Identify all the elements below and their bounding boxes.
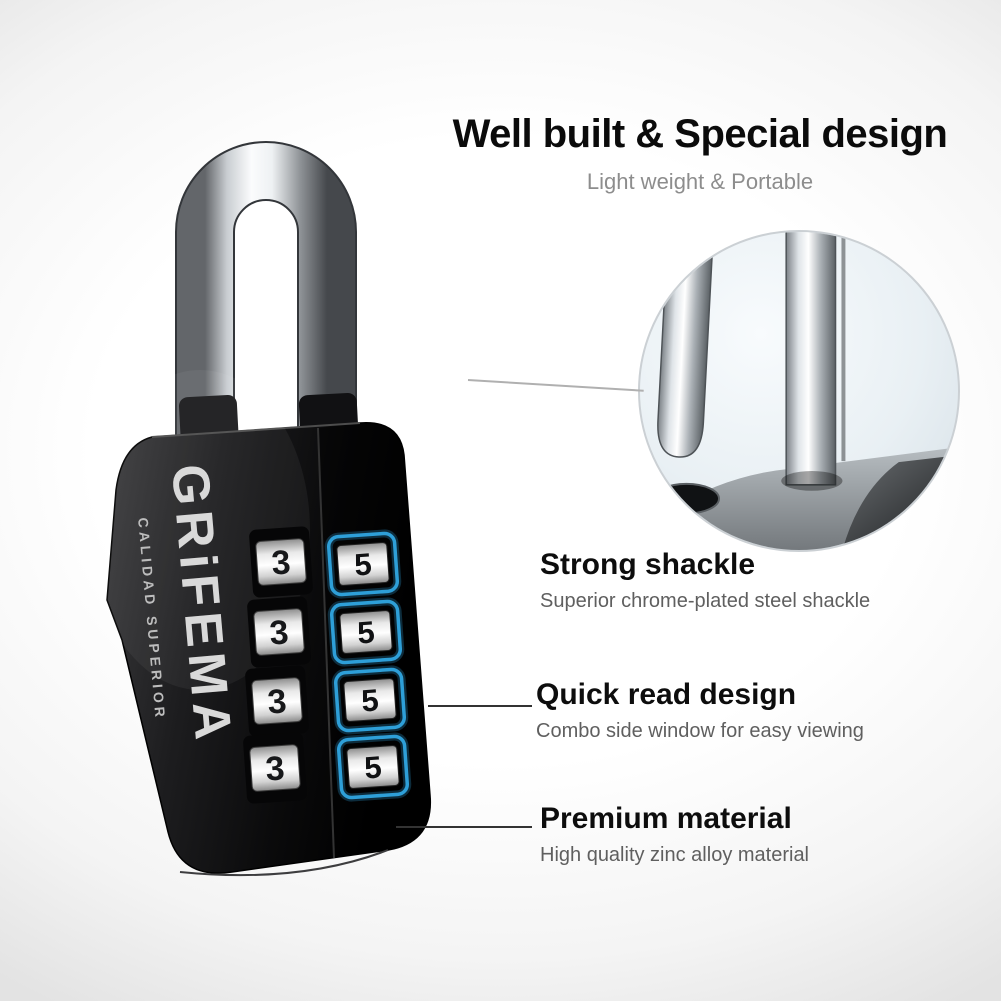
- side-window-column: 5 5 5 5: [324, 529, 412, 802]
- headline-block: Well built & Special design Light weight…: [410, 112, 990, 195]
- feature-strong-shackle: Strong shackle Superior chrome-plated st…: [540, 548, 870, 613]
- padlock-illustration: GRiFEMA CALIDAD SUPERIOR 3 3 3 3: [90, 141, 432, 877]
- shackle-zoom-circle: [638, 230, 960, 552]
- front-dial-wheel: 3: [249, 526, 313, 598]
- feature-description: Superior chrome-plated steel shackle: [540, 590, 871, 612]
- feature-description: Combo side window for easy viewing: [536, 720, 864, 742]
- front-dial-digit: 3: [270, 543, 292, 582]
- side-window-digit: 5: [363, 749, 383, 785]
- side-window-digit: 5: [360, 682, 380, 718]
- front-dial-digit: 3: [266, 682, 288, 721]
- blue-highlight-frame: [333, 667, 407, 733]
- feature-premium-material: Premium material High quality zinc alloy…: [540, 802, 809, 867]
- feature-heading: Strong shackle: [540, 548, 756, 581]
- front-dial-digit: 3: [268, 613, 290, 652]
- front-dial-wheel: 3: [247, 596, 311, 668]
- side-window-digit: 5: [353, 546, 373, 582]
- shackle-zoom-content: [640, 232, 958, 550]
- feature-description: High quality zinc alloy material: [540, 844, 810, 866]
- front-dial-wheel: 3: [243, 732, 307, 804]
- page-subtitle: Light weight & Portable: [586, 169, 814, 194]
- shackle: [175, 141, 357, 462]
- side-window: 5: [334, 732, 412, 802]
- front-dial-wheel: 3: [245, 665, 309, 737]
- side-window: 5: [331, 665, 409, 735]
- callout-line-quick-read: [428, 705, 532, 707]
- callout-line-premium-material: [396, 826, 532, 828]
- feature-quick-read-design: Quick read design Combo side window for …: [536, 678, 864, 743]
- zoom-shackle-left-end: [657, 232, 715, 458]
- zoom-bar-shadow: [781, 470, 843, 491]
- side-window-digit: 5: [356, 614, 376, 650]
- side-window: 5: [324, 529, 402, 599]
- front-dial-digit: 3: [264, 749, 286, 788]
- side-window: 5: [327, 597, 405, 667]
- zoom-shackle-hole: [652, 482, 720, 515]
- feature-heading: Quick read design: [536, 678, 797, 711]
- zoom-shackle-right-bar: [785, 232, 846, 486]
- front-dial-column: 3 3 3 3: [243, 526, 313, 804]
- blue-highlight-frame: [329, 599, 403, 665]
- blue-highlight-frame: [336, 734, 410, 800]
- blue-highlight-frame: [326, 531, 400, 597]
- page-title: Well built & Special design: [452, 112, 948, 156]
- feature-heading: Premium material: [540, 802, 792, 835]
